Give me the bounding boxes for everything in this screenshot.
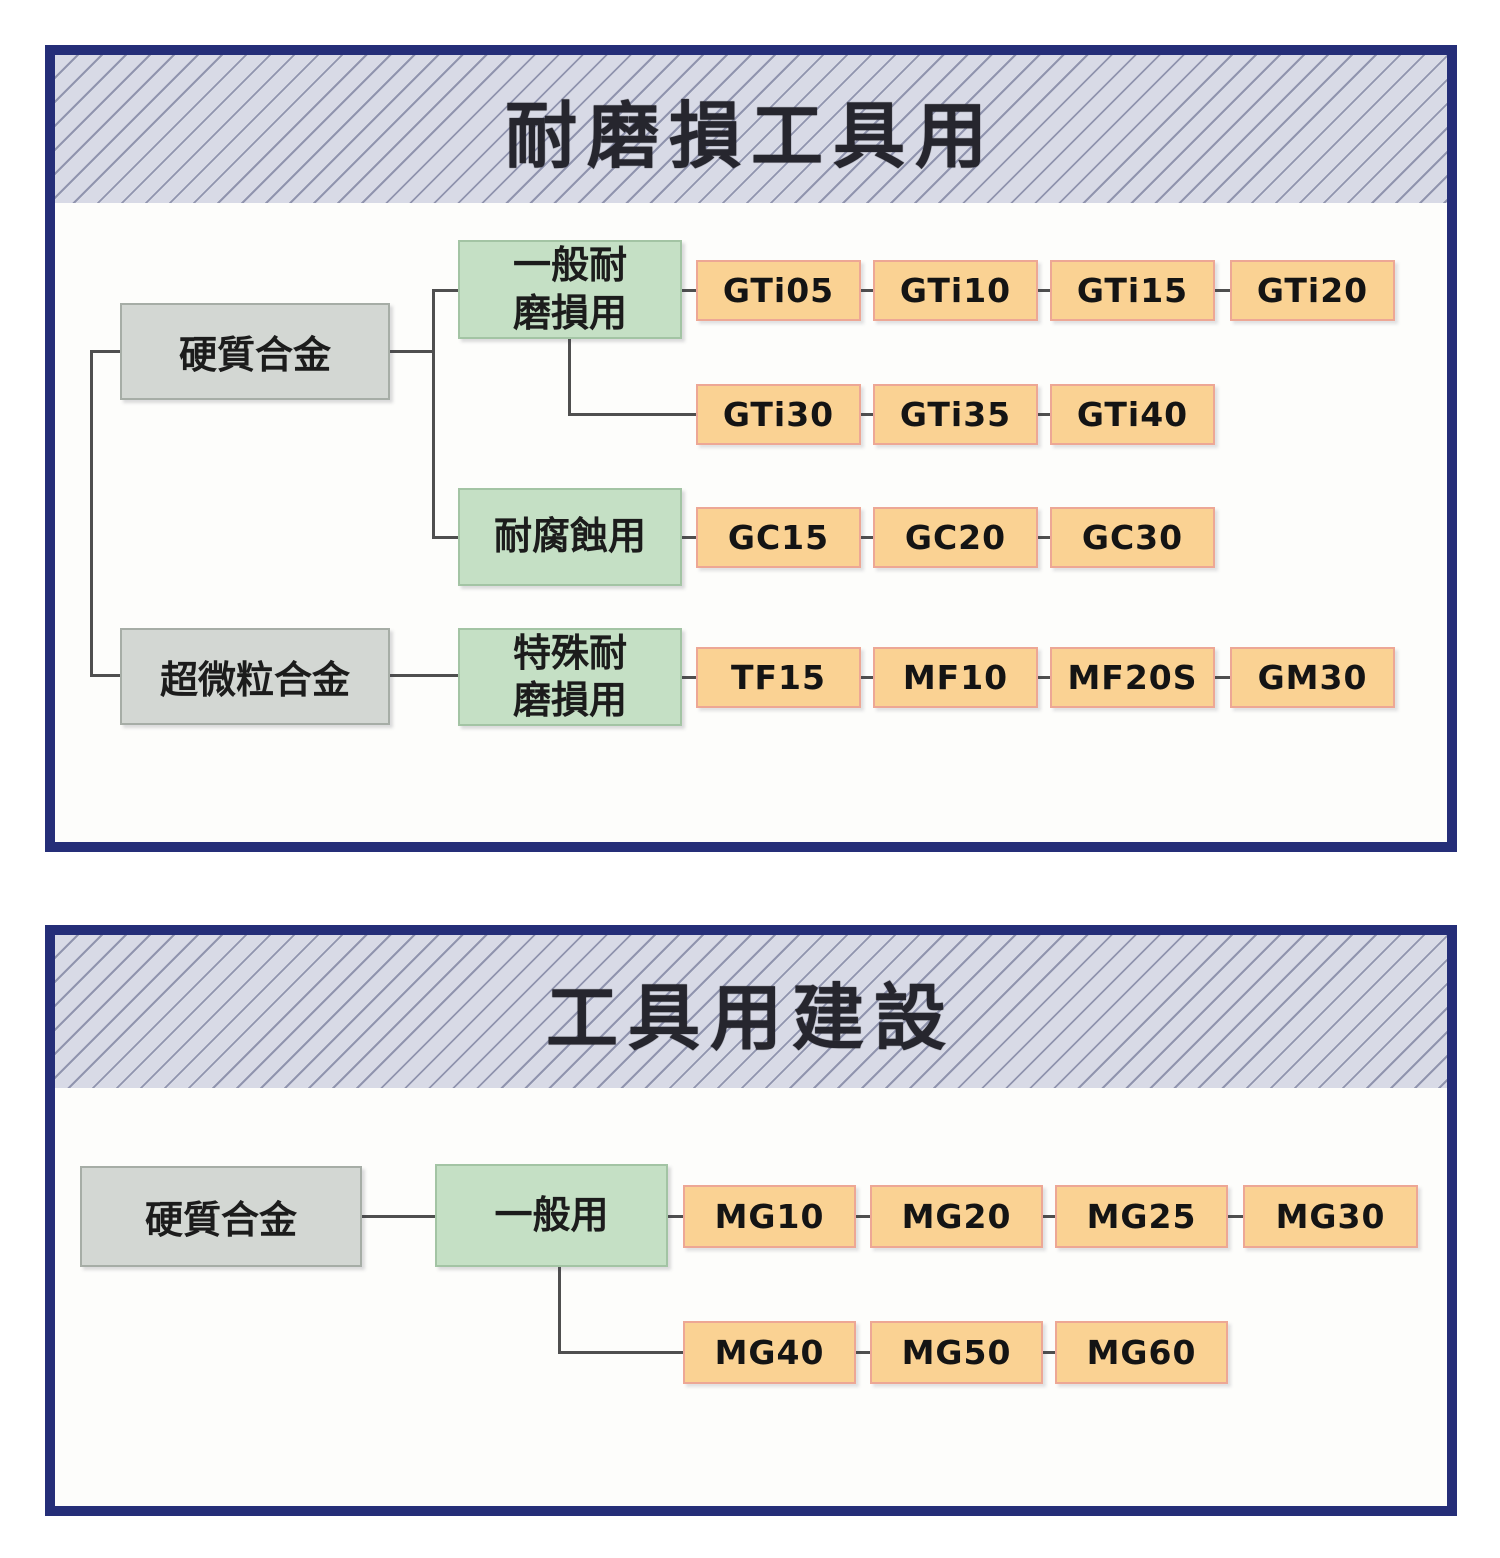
grade-chip: MF20S <box>1050 647 1215 708</box>
usage-label: 耐腐蝕用 <box>493 514 646 559</box>
category-label: 硬質合金 <box>178 333 331 377</box>
usage-label-line2: 磨損用 <box>512 290 627 335</box>
connector-line <box>90 350 120 353</box>
connector-line <box>861 413 873 416</box>
category-box-carbide-alloy: 硬質合金 <box>120 303 390 400</box>
grade-chip: GTi15 <box>1050 260 1215 321</box>
grade-chip: GTi40 <box>1050 384 1215 445</box>
connector-line <box>568 413 696 416</box>
connector-line <box>432 536 458 539</box>
grade-chip: MG25 <box>1055 1185 1228 1248</box>
grade-chip: GC15 <box>696 507 861 568</box>
usage-box-corrosion-resistant: 耐腐蝕用 <box>458 488 682 586</box>
usage-label-line2: 磨損用 <box>512 678 627 722</box>
connector-line <box>1038 676 1050 679</box>
connector-line <box>861 536 873 539</box>
grade-chip: MG10 <box>683 1185 856 1248</box>
grade-chip: GTi35 <box>873 384 1038 445</box>
connector-line <box>1038 289 1050 292</box>
usage-box-special-wear: 特殊耐 磨損用 <box>458 628 682 726</box>
grade-chip: MF10 <box>873 647 1038 708</box>
usage-box-general-wear: 一般耐 磨損用 <box>458 240 682 339</box>
category-label: 硬質合金 <box>144 1198 297 1242</box>
connector-line <box>432 289 458 292</box>
connector-line <box>362 1215 435 1218</box>
connector-line <box>861 676 873 679</box>
connector-line <box>390 674 458 677</box>
usage-box-general-use: 一般用 <box>435 1164 668 1267</box>
grade-chip: GTi30 <box>696 384 861 445</box>
panel-title: 工具用建設 <box>545 976 956 1060</box>
connector-line <box>856 1215 870 1218</box>
grade-chip: GTi20 <box>1230 260 1395 321</box>
connector-line <box>568 339 571 416</box>
connector-line <box>558 1351 683 1354</box>
panel-wear-resistant-tools: 耐磨損工具用 <box>45 45 1457 852</box>
grade-chip: MG60 <box>1055 1321 1228 1384</box>
connector-line <box>90 350 93 677</box>
grade-chip: GM30 <box>1230 647 1395 708</box>
connector-line <box>432 289 435 539</box>
grade-chip: MG30 <box>1243 1185 1418 1248</box>
connector-line <box>682 289 696 292</box>
panel-header-hatched: 工具用建設 <box>55 935 1447 1088</box>
connector-line <box>682 676 696 679</box>
connector-line <box>1038 536 1050 539</box>
connector-line <box>682 536 696 539</box>
connector-line <box>856 1351 870 1354</box>
grade-chip: GC30 <box>1050 507 1215 568</box>
connector-line <box>1038 413 1050 416</box>
connector-line <box>668 1215 683 1218</box>
connector-line <box>390 350 434 353</box>
grade-chip: MG40 <box>683 1321 856 1384</box>
connector-line <box>1215 289 1230 292</box>
connector-line <box>1043 1351 1055 1354</box>
connector-line <box>861 289 873 292</box>
usage-label-line1: 特殊耐 <box>512 630 627 675</box>
connector-line <box>90 674 120 677</box>
grade-chip: TF15 <box>696 647 861 708</box>
grade-chip: MG50 <box>870 1321 1043 1384</box>
category-box-carbide-alloy: 硬質合金 <box>80 1166 362 1267</box>
grade-chip: GC20 <box>873 507 1038 568</box>
connector-line <box>1215 676 1230 679</box>
connector-line <box>1043 1215 1055 1218</box>
grade-chip: GTi05 <box>696 260 861 321</box>
panel-header-hatched: 耐磨損工具用 <box>55 55 1447 203</box>
panel-title: 耐磨損工具用 <box>504 93 997 178</box>
connector-line <box>1228 1215 1243 1218</box>
connector-line <box>558 1266 561 1354</box>
usage-label: 一般用 <box>494 1192 609 1237</box>
category-label: 超微粒合金 <box>159 658 350 702</box>
grade-chip: GTi10 <box>873 260 1038 321</box>
category-box-ultrafine-alloy: 超微粒合金 <box>120 628 390 725</box>
usage-label-line1: 一般耐 <box>512 243 627 287</box>
grade-chip: MG20 <box>870 1185 1043 1248</box>
